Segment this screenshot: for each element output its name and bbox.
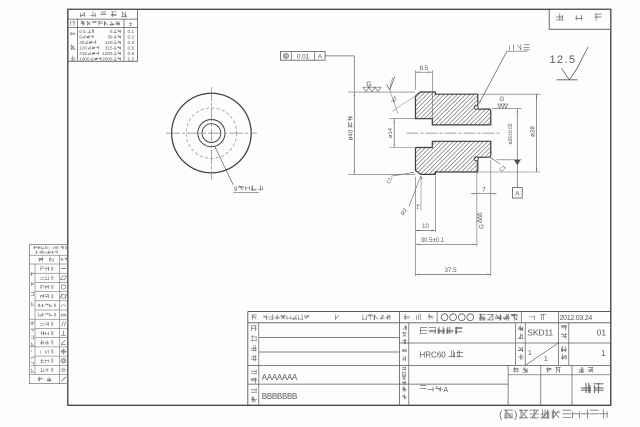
svg-text:1: 1 <box>601 349 606 358</box>
svg-text:R2: R2 <box>400 208 408 217</box>
svg-text:-A: -A <box>441 385 448 394</box>
svg-text:315: 315 <box>79 51 87 56</box>
svg-text:9: 9 <box>234 186 238 193</box>
svg-text:(: ( <box>499 409 503 421</box>
svg-text:120: 120 <box>79 45 87 50</box>
svg-text:8.5: 8.5 <box>420 65 429 72</box>
svg-text:AAAAAAA: AAAAAAA <box>262 373 298 382</box>
svg-text:): ) <box>514 409 518 421</box>
svg-text:30.5±0.1: 30.5±0.1 <box>421 238 445 244</box>
svg-text:37.5: 37.5 <box>444 267 457 274</box>
svg-text:SKD11: SKD11 <box>527 327 553 337</box>
svg-text:C1: C1 <box>386 176 394 184</box>
svg-text:ø26±0.02: ø26±0.02 <box>508 123 514 144</box>
svg-text:30: 30 <box>79 40 85 45</box>
svg-text:7: 7 <box>482 186 486 193</box>
svg-text:0.3: 0.3 <box>127 40 134 46</box>
svg-text:HRC60: HRC60 <box>420 351 447 360</box>
svg-text:0.1: 0.1 <box>127 29 134 35</box>
svg-text:G: G <box>366 82 371 89</box>
svg-text:0.8: 0.8 <box>127 51 134 57</box>
svg-text:0.5: 0.5 <box>79 29 86 34</box>
svg-text:2012.03.24: 2012.03.24 <box>560 315 593 322</box>
svg-text:30: 30 <box>107 34 113 39</box>
svg-text:2000: 2000 <box>102 57 113 62</box>
svg-text:1000: 1000 <box>79 57 90 62</box>
svg-text:A: A <box>318 53 323 60</box>
svg-text:12.5: 12.5 <box>550 54 577 66</box>
svg-text:G: G <box>499 96 504 103</box>
svg-text:BBBBBBB: BBBBBBB <box>262 392 297 401</box>
svg-text:01: 01 <box>597 327 607 337</box>
svg-text:1: 1 <box>416 205 419 211</box>
svg-text:±: ± <box>129 22 133 28</box>
svg-text:30°: 30° <box>391 95 400 105</box>
svg-text:1: 1 <box>528 350 532 357</box>
svg-text:A: A <box>515 191 520 198</box>
svg-text:ø38: ø38 <box>529 126 536 137</box>
svg-text:.: . <box>258 316 259 322</box>
svg-text:0.2: 0.2 <box>127 34 134 40</box>
svg-text:0.5: 0.5 <box>127 45 134 51</box>
svg-text:1.2: 1.2 <box>127 57 134 63</box>
svg-text:6: 6 <box>110 29 113 34</box>
svg-text:0.01: 0.01 <box>297 53 310 60</box>
svg-text:ø40: ø40 <box>348 129 355 140</box>
svg-text:120: 120 <box>105 40 113 45</box>
svg-text:1: 1 <box>544 356 548 363</box>
svg-text:10: 10 <box>422 223 429 230</box>
svg-text:1000: 1000 <box>102 51 113 56</box>
svg-text:315: 315 <box>105 45 113 50</box>
svg-text:C1: C1 <box>499 165 508 174</box>
svg-text:ø14: ø14 <box>388 127 394 138</box>
svg-text:G: G <box>480 224 486 229</box>
svg-text:6: 6 <box>79 34 82 39</box>
